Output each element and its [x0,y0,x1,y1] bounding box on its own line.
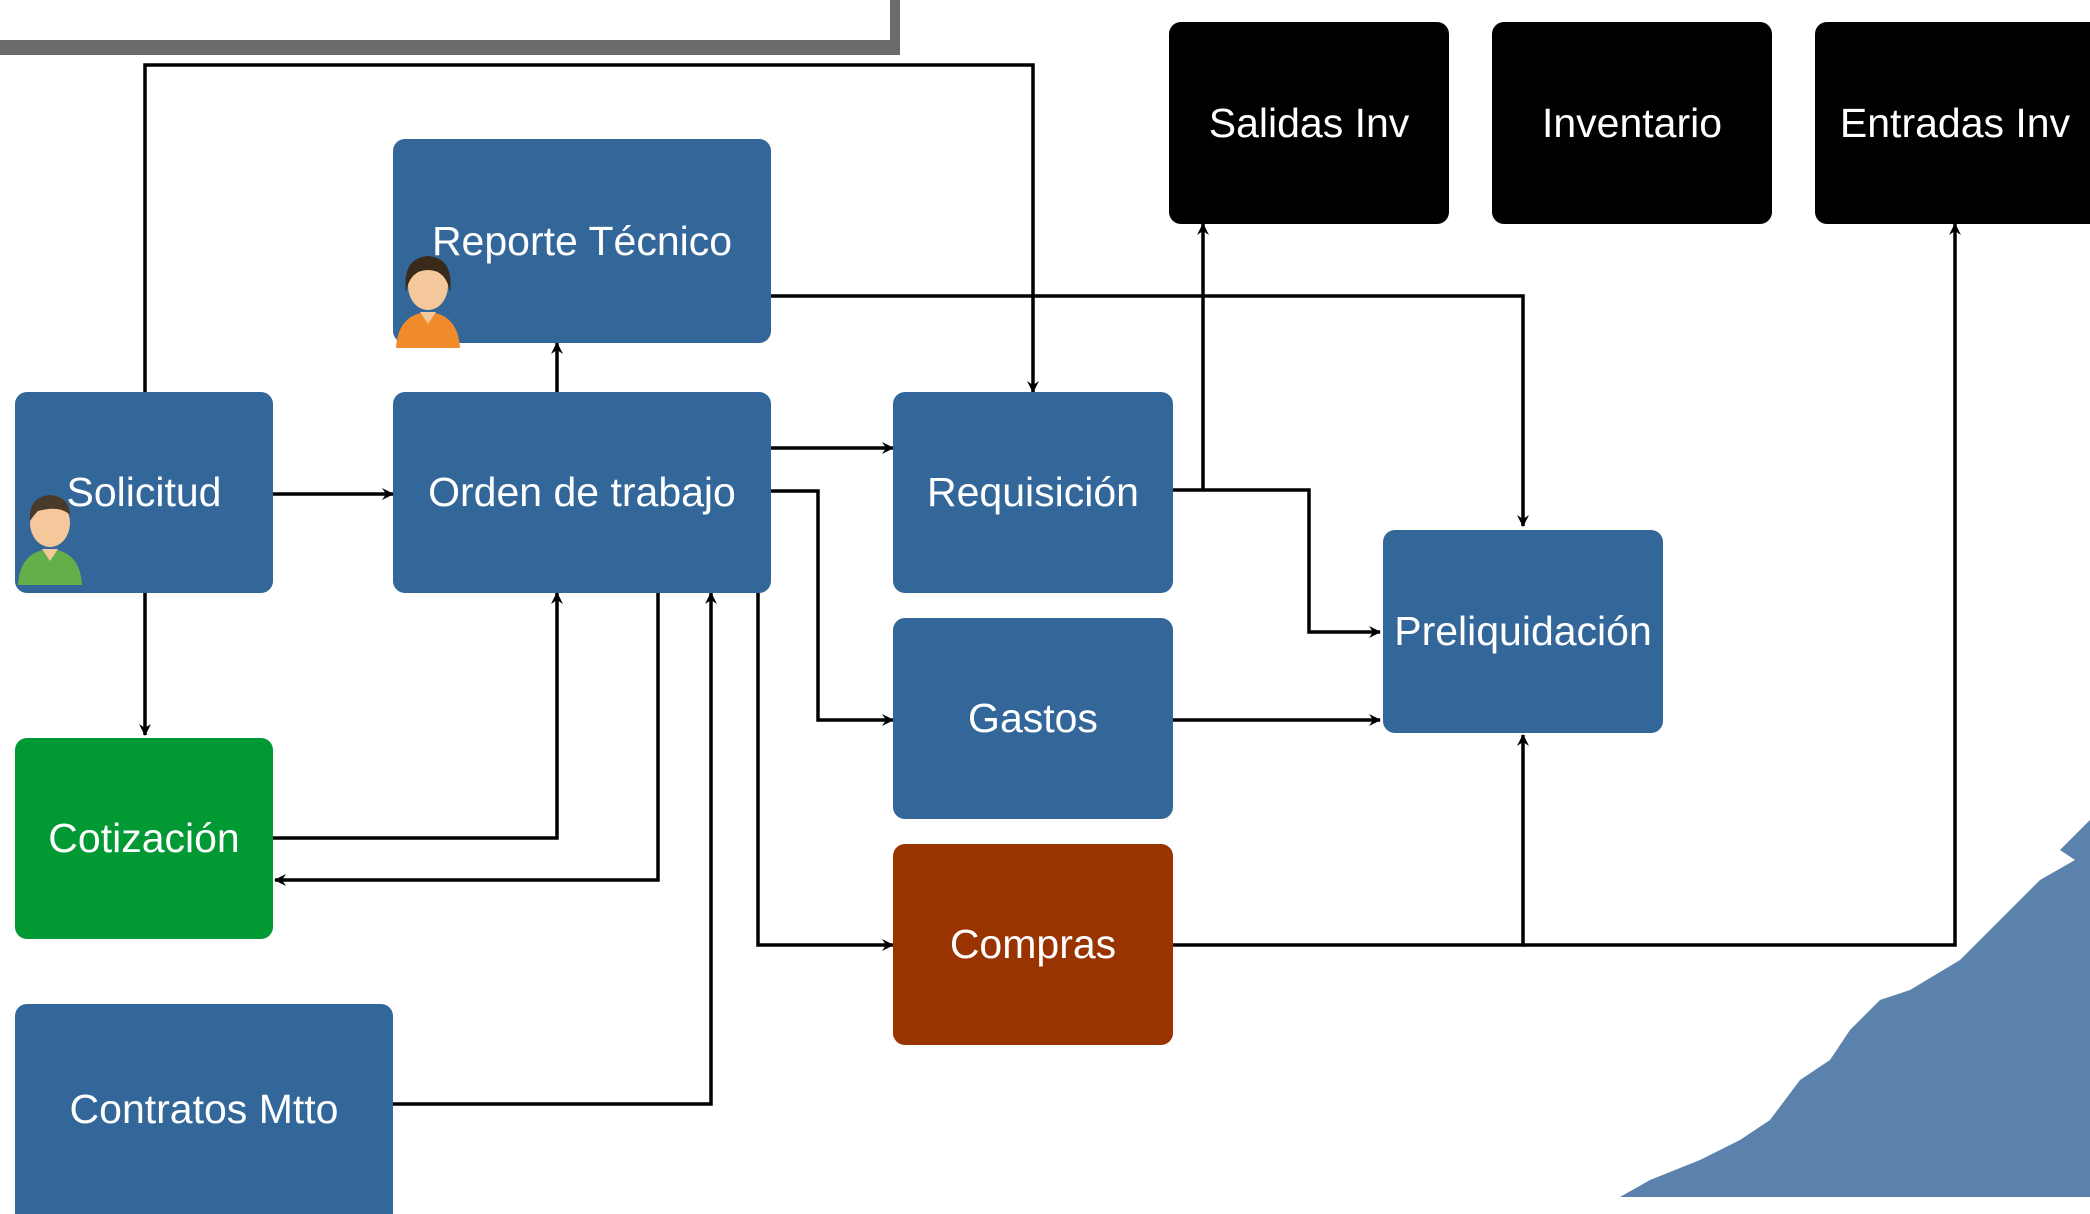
edge-requisicion-preliquidacion [1173,488,1381,638]
node-label: Inventario [1541,99,1723,146]
node-label: Contratos Mtto [69,1085,339,1132]
edge-contratos-orden [393,592,717,1106]
edge-orden-compras [756,593,894,951]
node-salidas-inv[interactable]: Salidas Inv [1169,22,1449,224]
edge-solicitud-requisicion [143,63,1039,393]
node-label: Orden de trabajo [428,469,736,515]
node-label: Solicitud [66,469,222,515]
node-label: Gastos [968,695,1098,741]
node-entradas-inv[interactable]: Entradas Inv [1815,22,2090,224]
node-cotizacion[interactable]: Cotización [15,738,273,939]
node-label: Requisición [927,469,1139,515]
edge-compras-entradas [1523,223,1961,947]
corner-decoration [1620,820,2090,1197]
node-label: Compras [949,921,1117,967]
edge-compras-preliquidacion [1173,734,1529,947]
edge-orden-cotizacion [274,593,660,886]
edge-orden-gastos [771,489,894,726]
edge-cotizacion-orden [273,592,563,840]
node-label: Preliquidación [1394,608,1652,654]
node-label: Entradas Inv [1839,99,2071,146]
node-contratos-mtto[interactable]: Contratos Mtto [15,1004,393,1214]
edge-reporte-preliquidacion [771,294,1529,527]
node-label: Cotización [48,815,240,861]
node-requisicion[interactable]: Requisición [893,392,1173,593]
user-avatar-icon [18,495,82,585]
node-label: Salidas Inv [1208,99,1410,146]
node-orden-de-trabajo[interactable]: Orden de trabajo [393,392,771,593]
user-avatar-icon [396,256,460,348]
node-preliquidacion[interactable]: Preliquidación [1383,530,1663,733]
node-compras[interactable]: Compras [893,844,1173,1045]
node-inventario[interactable]: Inventario [1492,22,1772,224]
node-gastos[interactable]: Gastos [893,618,1173,819]
node-label: Reporte Técnico [431,217,733,264]
